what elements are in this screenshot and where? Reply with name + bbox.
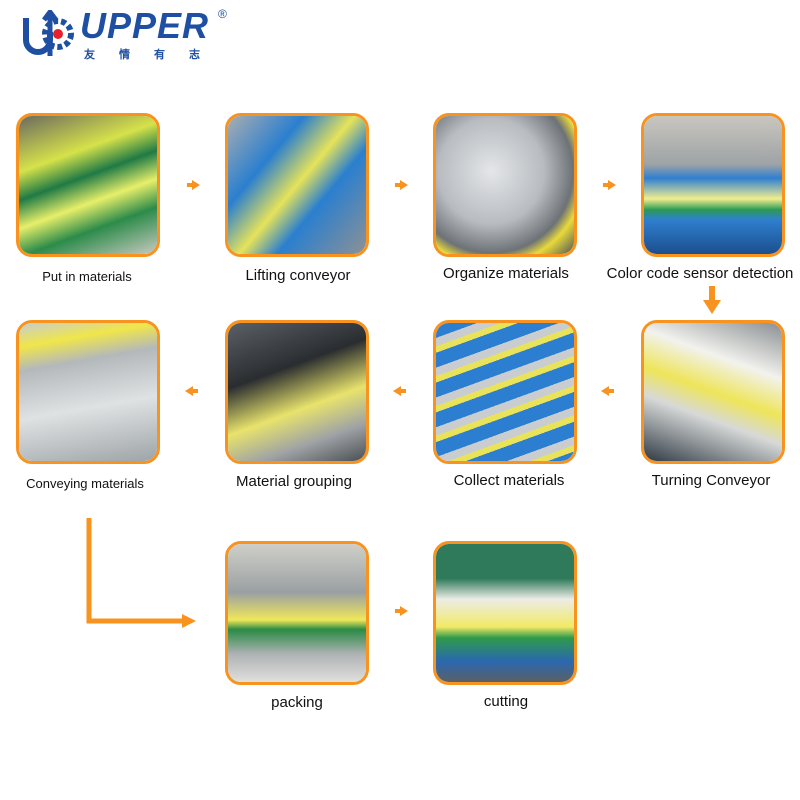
arrow-left-icon [393,386,406,396]
step-label: packing [271,694,323,711]
step-label: Turning Conveyor [651,472,771,489]
step-conveying-materials-photo [16,320,160,464]
step-label: cutting [483,693,529,710]
step-label: Color code sensor detection [606,265,794,282]
step-lifting-conveyor-photo [225,113,369,257]
step-label: Collect materials [453,472,565,489]
arrow-down-icon [703,286,721,314]
l-arrow-icon [86,518,196,628]
logo-text: UPPER [80,5,210,46]
step-label: Put in materials [42,269,132,284]
arrow-right-icon [395,180,408,190]
step-label: Organize materials [443,265,569,282]
arrow-left-icon [601,386,614,396]
step-label: Conveying materials [26,476,144,491]
arrow-left-icon [185,386,198,396]
arrow-right-icon [395,606,408,616]
step-organize-materials-photo [433,113,577,257]
step-put-in-materials-photo [16,113,160,257]
step-collect-materials-photo [433,320,577,464]
logo-chinese: 友情有志 [84,49,224,61]
arrow-right-icon [187,180,200,190]
gear-logo-icon [23,10,74,56]
step-material-grouping-photo [225,320,369,464]
registered-mark: ® [218,7,227,21]
step-label: Lifting conveyor [245,267,351,284]
step-turning-conveyor-photo [641,320,785,464]
upper-logo: UPPER ® 友情有志 [22,8,232,64]
step-label: Material grouping [236,473,352,490]
step-color-sensor-photo [641,113,785,257]
step-packing-photo [225,541,369,685]
step-cutting-photo [433,541,577,685]
arrow-right-icon [603,180,616,190]
